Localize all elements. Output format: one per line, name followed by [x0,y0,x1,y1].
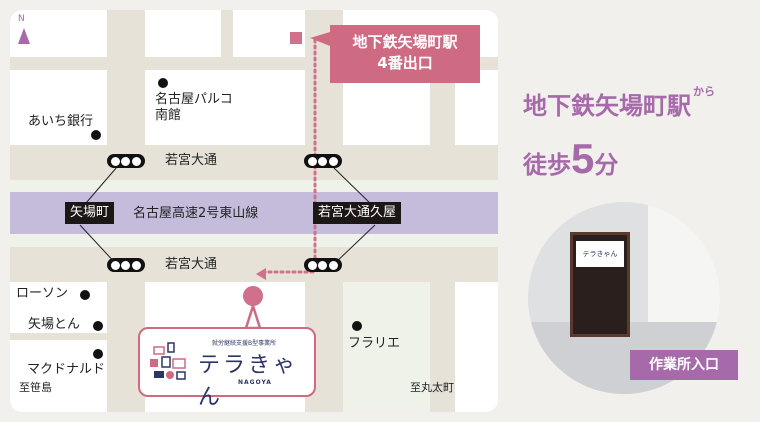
connector-line [332,224,376,266]
landmark-lawson: ローソン [16,286,69,301]
station-hisaya: 若宮大通久屋 [313,202,402,224]
direction-west: 至笹島 [19,381,52,394]
street-label: 若宮大通 [165,257,218,272]
callout-line-1: 地下鉄矢場町駅 [352,33,458,51]
a-frame-sign: テラきゃん [570,232,630,337]
landmark-parco: 名古屋パルコ 南館 [155,92,233,123]
north-label: N [18,14,25,24]
map-strip [10,234,498,247]
logo-pointer [244,305,262,330]
headline-suffix: から [693,85,715,98]
landmark-aichi-bank: あいち銀行 [28,114,94,129]
north-arrow-icon [18,28,30,44]
map-block [455,282,498,412]
logo-mark-icon [150,342,186,380]
direction-east: 至丸太町 [410,381,454,394]
map-strip [10,180,498,192]
map-lines [79,32,376,330]
landmark-furarie: フラリエ [348,336,401,351]
traffic-light-icon [107,154,145,168]
traffic-light-icon [304,154,342,168]
map-block [145,70,305,145]
entrance-caption: 作業所入口 [630,350,738,380]
exit-callout: 地下鉄矢場町駅 4番出口 [330,25,480,83]
landmark-dot [80,290,90,300]
rail-line-label: 名古屋高速2号東山線 [133,206,259,221]
headline-minutes: 5 [571,135,595,182]
route-arrow-icon [256,268,266,280]
landmark-dot [93,321,103,331]
headline-station: 地下鉄矢場町駅 [523,92,691,120]
destination-pin-icon [243,286,263,306]
access-headline: 地下鉄矢場町駅から 徒歩5分 [523,85,715,183]
landmark-dot [91,130,101,140]
headline-walk: 徒歩 [523,151,571,179]
map-block [10,282,107,333]
landmark-mcdonalds: マクドナルド [27,362,106,377]
station-yabacho: 矢場町 [65,202,115,224]
logo-city: NAGOYA [238,379,272,386]
access-map: N 名古屋パルコ 南館 あいち銀行 若宮大通 矢場町 名古屋高速2号東山線 若宮… [10,10,498,412]
landmark-dot [158,78,168,88]
terakyan-logo: 就労継続支援B型事業所 テラきゃん NAGOYA [138,327,316,410]
map-block [10,70,107,145]
street-label: 若宮大通 [165,153,218,168]
landmark-yabaton: 矢場とん [28,317,81,332]
map-block [10,10,107,57]
connector-line [332,166,376,209]
walking-route [260,38,317,274]
map-block [10,340,107,412]
headline-walk-time: 徒歩5分 [523,135,705,183]
callout-pointer [310,32,330,46]
callout-line-2: 4番出口 [377,54,433,72]
landmark-dot [352,321,362,331]
landmark-dot [93,349,103,359]
map-block [145,10,221,57]
exit-marker-icon [290,32,302,44]
sign-label: テラきゃん [576,241,624,267]
logo-name: テラきゃん [198,353,299,410]
traffic-light-icon [304,258,342,272]
headline-unit: 分 [594,151,619,179]
traffic-light-icon [107,258,145,272]
park-block [343,282,430,412]
logo-subtitle: 就労継続支援B型事業所 [212,340,277,347]
